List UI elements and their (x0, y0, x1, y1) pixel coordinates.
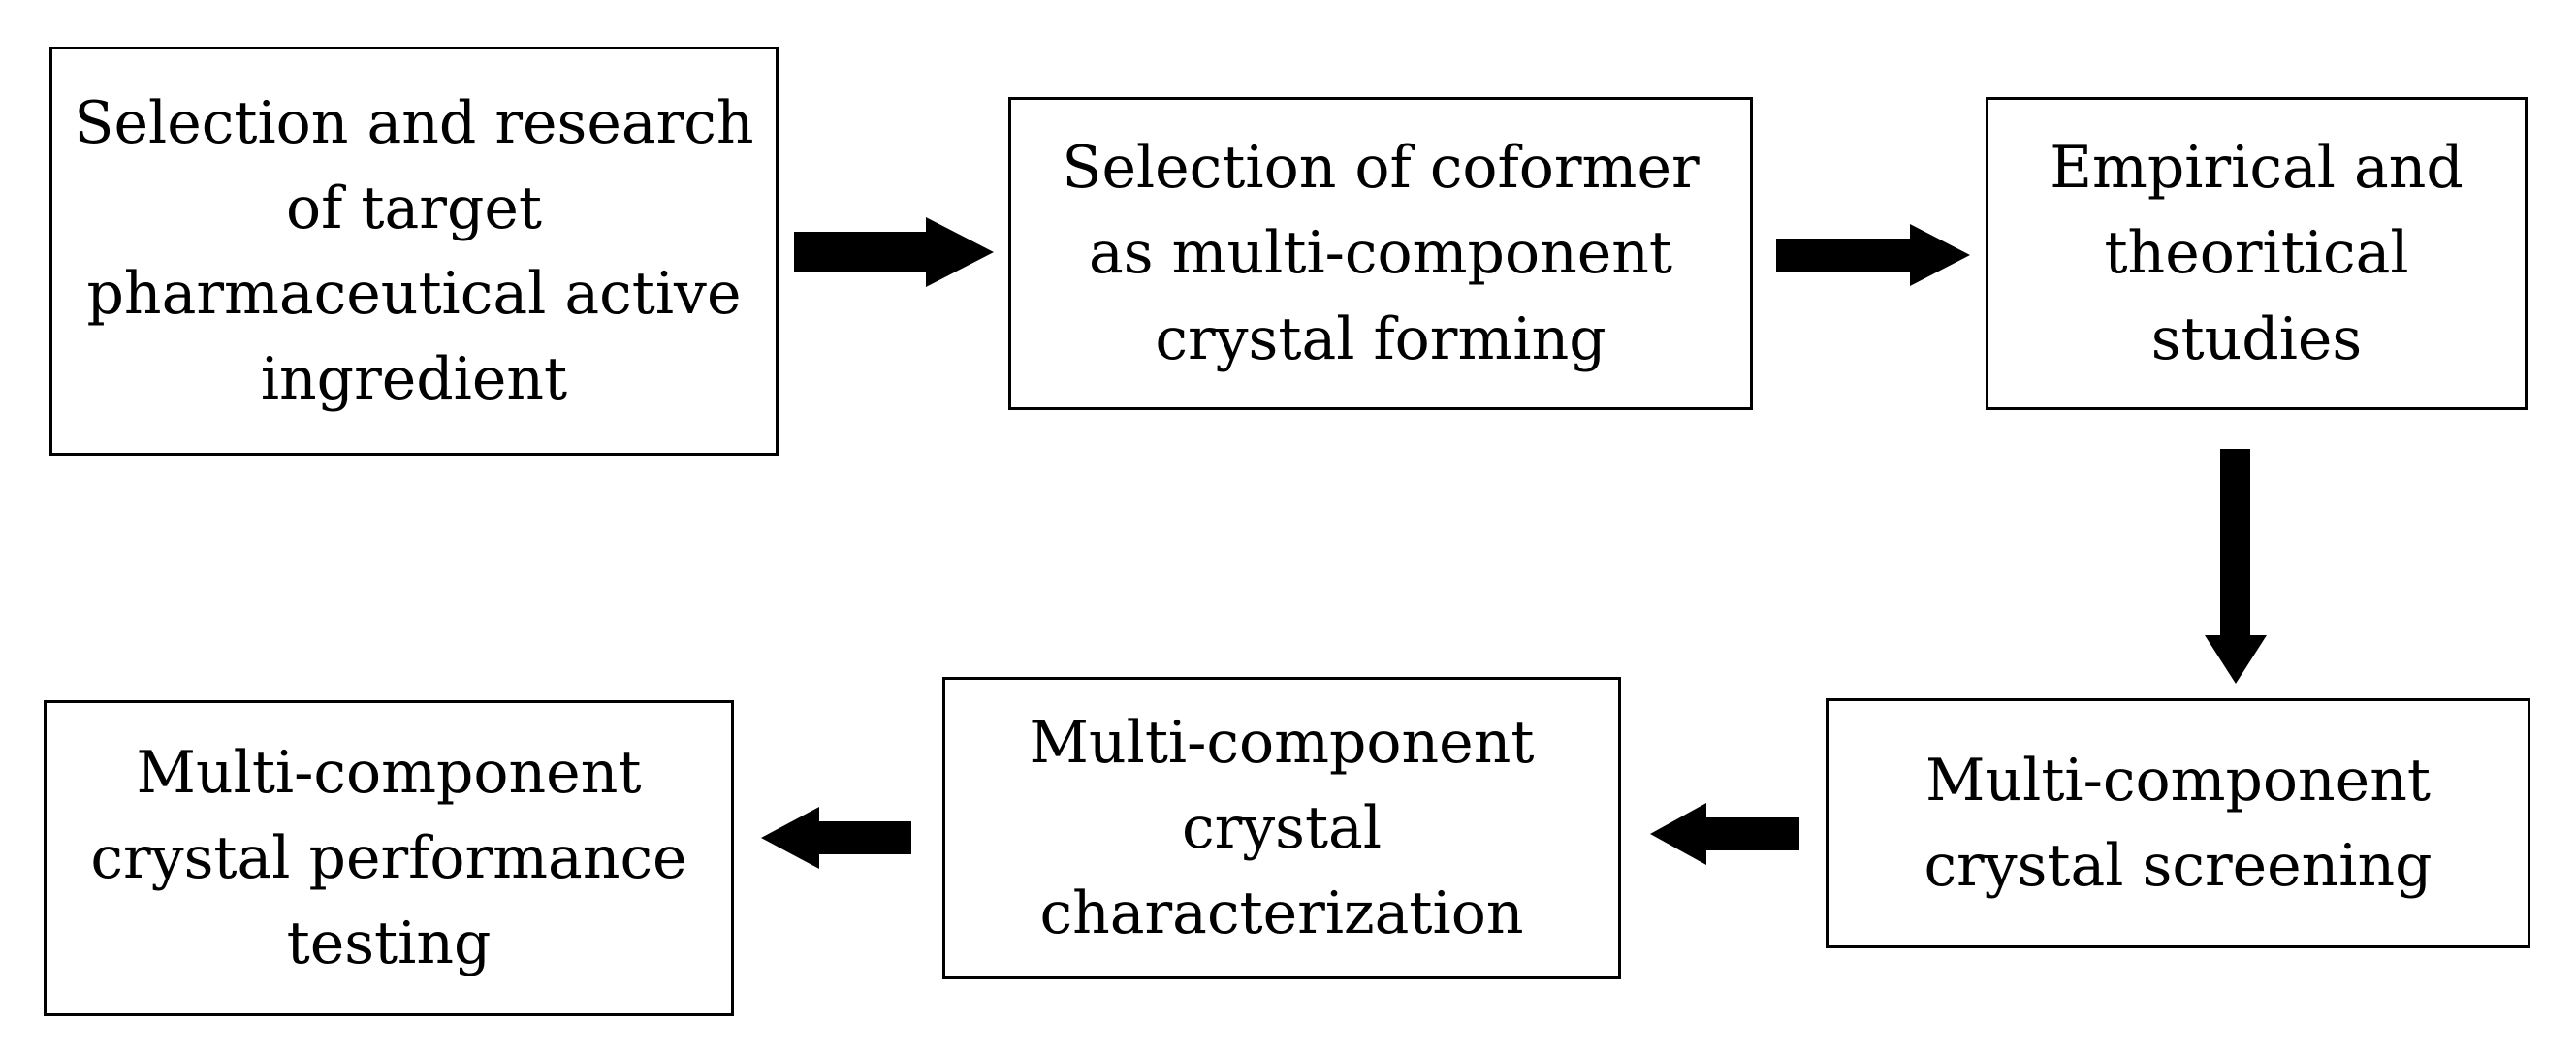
step-label-performance-testing: Multi-component crystal performance test… (90, 738, 687, 978)
arrow-right-icon (1776, 224, 1970, 286)
step-box-performance-testing: Multi-component crystal performance test… (44, 700, 734, 1016)
step-label-crystal-characterization: Multi-component crystal characterization (1029, 708, 1535, 948)
step-label-api-selection: Selection and research of target pharmac… (74, 88, 754, 414)
arrow-right-icon (794, 217, 994, 287)
arrow-left-icon (1650, 803, 1799, 865)
step-label-crystal-screening: Multi-component crystal screening (1924, 746, 2433, 900)
step-label-empirical-studies: Empirical and theoritical studies (2050, 134, 2464, 373)
step-label-coformer-selection: Selection of coformer as multi-component… (1062, 134, 1700, 373)
step-box-api-selection: Selection and research of target pharmac… (49, 47, 779, 456)
step-box-crystal-characterization: Multi-component crystal characterization (942, 677, 1621, 979)
step-box-coformer-selection: Selection of coformer as multi-component… (1008, 97, 1753, 410)
arrow-down-icon (2205, 449, 2267, 684)
arrow-left-icon (761, 807, 911, 869)
step-box-empirical-studies: Empirical and theoritical studies (1986, 97, 2528, 410)
step-box-crystal-screening: Multi-component crystal screening (1826, 698, 2530, 948)
